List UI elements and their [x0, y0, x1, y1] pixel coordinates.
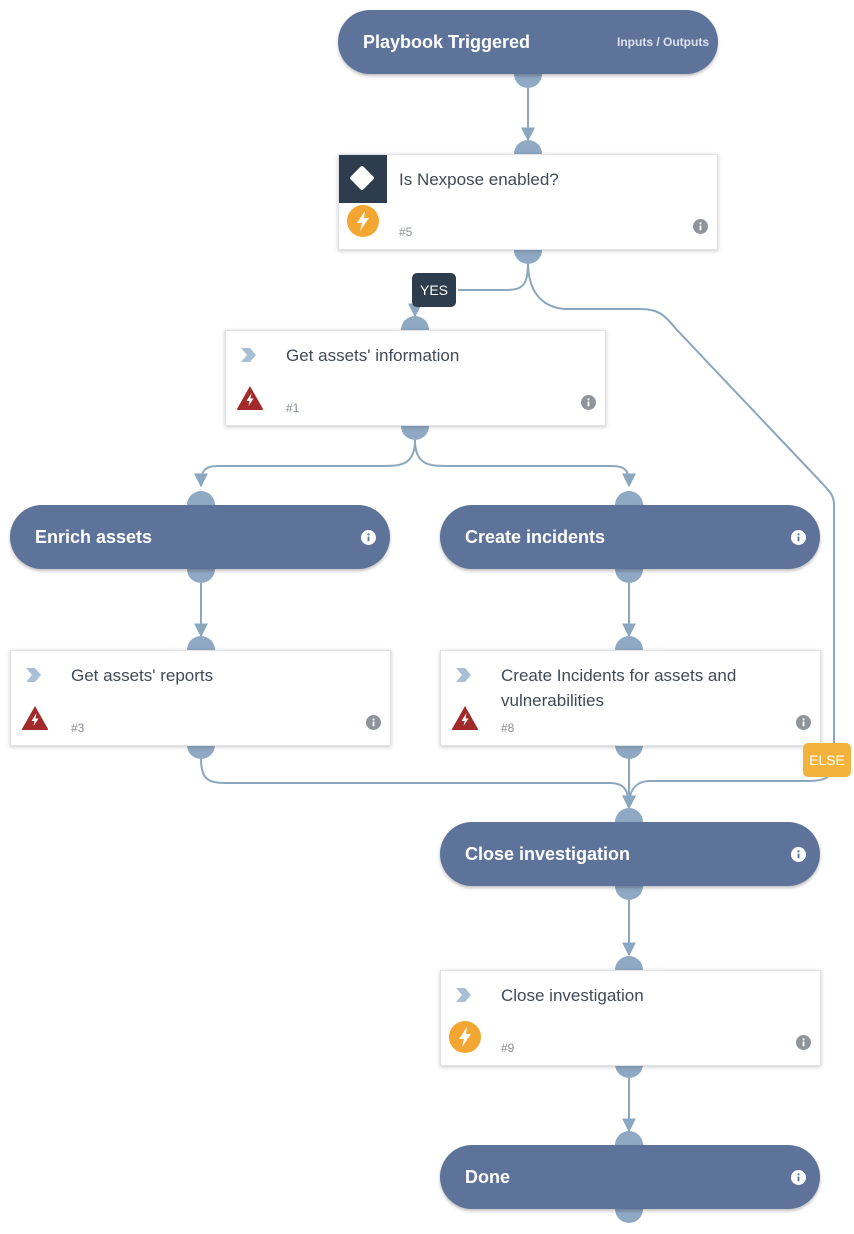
connector-in-done: [615, 1131, 643, 1145]
task-close-investigation[interactable]: Close investigation #9: [440, 970, 821, 1066]
connector-out-close: [615, 886, 643, 900]
edge-condition-else: [527, 261, 835, 807]
edge-task1-split-right: [414, 439, 636, 488]
connector-in-close: [615, 808, 643, 822]
info-icon[interactable]: [581, 395, 596, 415]
section-title: Create incidents: [465, 527, 606, 547]
info-icon[interactable]: [791, 530, 806, 550]
yes-branch-label[interactable]: YES: [412, 273, 456, 307]
connector-in-condition: [514, 140, 542, 154]
else-branch-label[interactable]: ELSE: [803, 743, 851, 777]
info-icon[interactable]: [796, 1035, 811, 1055]
task-number: #9: [501, 1041, 515, 1055]
connector-in-task9: [615, 956, 643, 970]
chevron-right-icon: [453, 985, 475, 1010]
task-number: #8: [501, 721, 515, 735]
connector-out-enrich: [187, 569, 215, 583]
task-title: Create Incidents for assets and vulnerab…: [501, 666, 737, 710]
task-get-assets-information[interactable]: Get assets' information #1: [225, 330, 606, 426]
connector-out-task3: [187, 745, 215, 759]
playbook-triggered-node[interactable]: Playbook Triggered Inputs / Outputs: [338, 10, 718, 74]
condition-icon: [339, 155, 387, 203]
section-title: Enrich assets: [35, 527, 153, 547]
section-create-incidents[interactable]: Create incidents: [440, 505, 820, 569]
condition-task-nexpose-enabled[interactable]: Is Nexpose enabled? #5: [338, 154, 718, 250]
info-icon[interactable]: [361, 530, 376, 550]
info-icon[interactable]: [366, 715, 381, 735]
task-create-incidents-for-assets[interactable]: Create Incidents for assets and vulnerab…: [440, 650, 821, 746]
section-close-investigation[interactable]: Close investigation: [440, 822, 820, 886]
edge-task3-to-close: [200, 757, 636, 810]
automation-bolt-icon: [347, 205, 379, 242]
inputs-outputs-link[interactable]: Inputs / Outputs: [617, 35, 709, 49]
section-enrich-assets[interactable]: Enrich assets: [10, 505, 390, 569]
automation-bolt-icon: [449, 1021, 481, 1058]
manual-warning-icon: [236, 385, 264, 416]
task-title: Get assets' information: [286, 346, 460, 365]
edge-condition-yes: [458, 261, 529, 291]
connector-out-trigger: [514, 74, 542, 88]
manual-warning-icon: [451, 705, 479, 736]
playbook-triggered-title: Playbook Triggered: [363, 32, 531, 52]
info-icon[interactable]: [796, 715, 811, 735]
connector-out-done: [615, 1209, 643, 1223]
info-icon[interactable]: [791, 1170, 806, 1190]
section-done[interactable]: Done: [440, 1145, 820, 1209]
task-number: #1: [286, 401, 300, 415]
connector-out-task9: [615, 1064, 643, 1078]
task-get-assets-reports[interactable]: Get assets' reports #3: [10, 650, 391, 746]
info-icon[interactable]: [693, 219, 708, 239]
edge-task1-split-left: [194, 439, 416, 488]
chevron-right-icon: [23, 665, 45, 690]
task-title: Is Nexpose enabled?: [399, 170, 559, 189]
chevron-right-icon: [453, 665, 475, 690]
connector-in-create: [615, 491, 643, 505]
connector-out-condition: [514, 250, 542, 264]
manual-warning-icon: [21, 705, 49, 736]
info-icon[interactable]: [791, 847, 806, 867]
section-title: Close investigation: [465, 844, 631, 864]
section-title: Done: [465, 1167, 510, 1187]
connector-out-task8: [615, 745, 643, 759]
task-number: #5: [399, 225, 413, 239]
connector-in-task1: [401, 316, 429, 330]
task-title: Close investigation: [501, 986, 644, 1005]
connector-in-enrich: [187, 491, 215, 505]
connector-in-task8: [615, 636, 643, 650]
task-title: Get assets' reports: [71, 666, 214, 685]
connector-out-task1: [401, 426, 429, 440]
connector-out-create: [615, 569, 643, 583]
chevron-right-icon: [238, 345, 260, 370]
connector-in-task3: [187, 636, 215, 650]
task-number: #3: [71, 721, 85, 735]
